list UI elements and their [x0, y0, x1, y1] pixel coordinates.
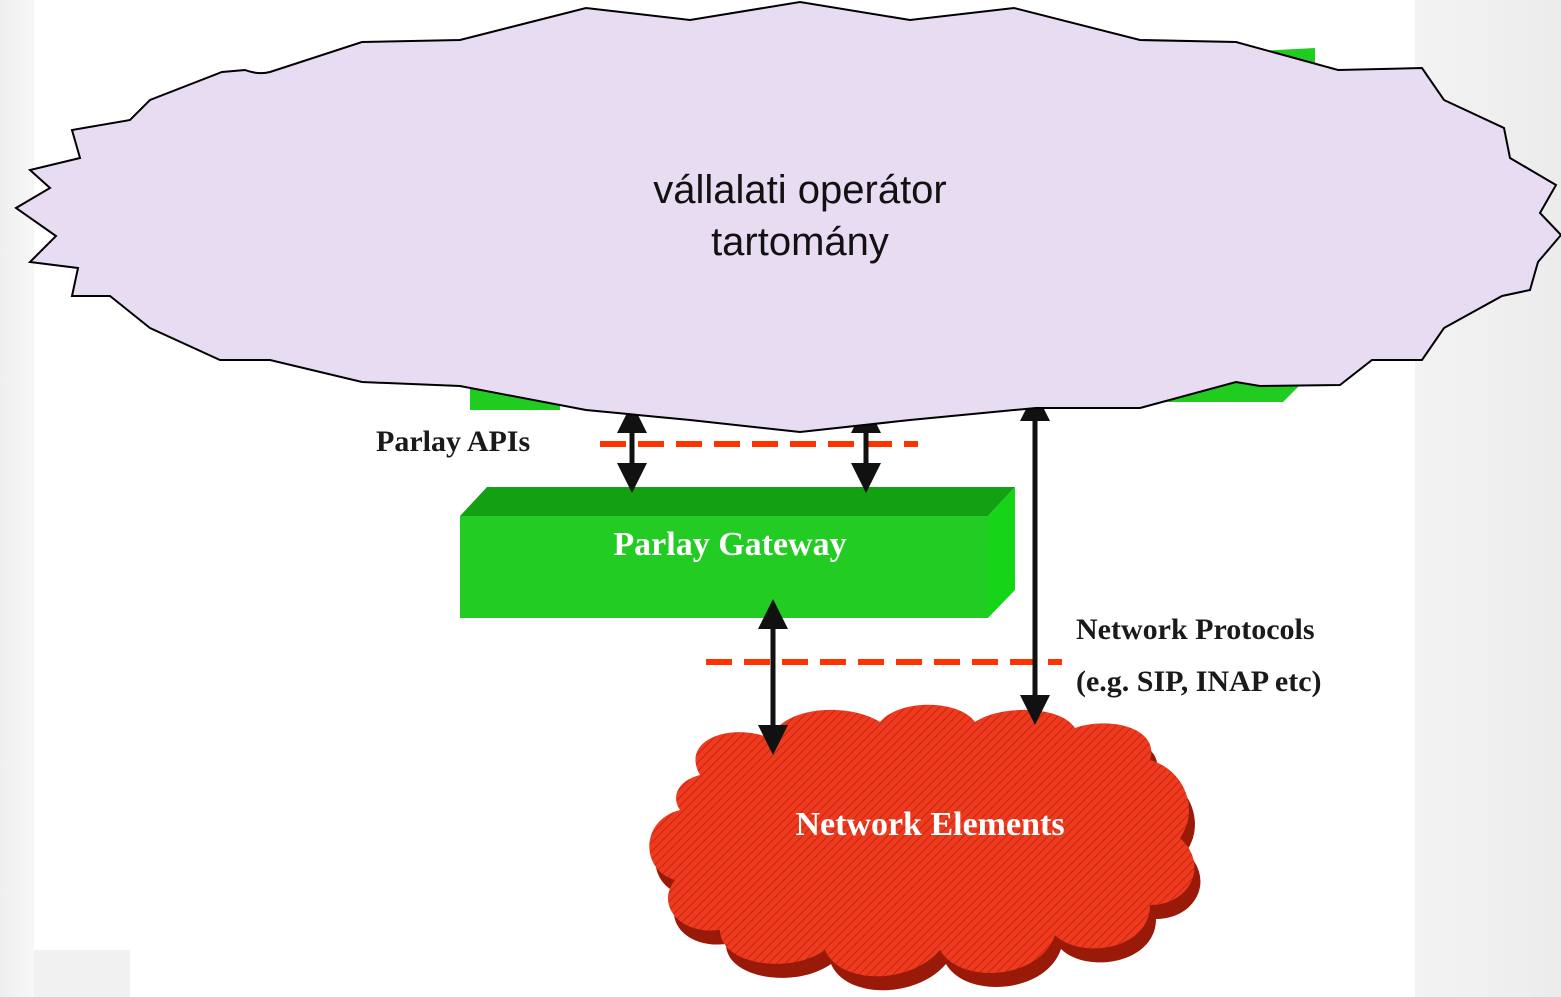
- network-protocols-example-label: (e.g. SIP, INAP etc): [1076, 665, 1322, 698]
- parlay-gateway-label: Parlay Gateway: [613, 526, 847, 563]
- network-protocols-label: Network Protocols: [1076, 613, 1315, 646]
- network-elements-cloud: [649, 704, 1201, 991]
- operator-domain-cloud: [14, 0, 1561, 434]
- network-elements-label: Network Elements: [795, 806, 1065, 843]
- background-bottom-left-block: [34, 950, 130, 997]
- parlay-gateway-block: [460, 487, 1015, 618]
- operator-domain-label: vállalati operátor tartomány: [560, 164, 1040, 268]
- background-left-strip: [0, 0, 34, 997]
- operator-domain-line1: vállalati operátor: [653, 168, 947, 212]
- parlay-apis-label: Parlay APIs: [376, 425, 531, 458]
- operator-domain-line2: tartomány: [711, 220, 889, 264]
